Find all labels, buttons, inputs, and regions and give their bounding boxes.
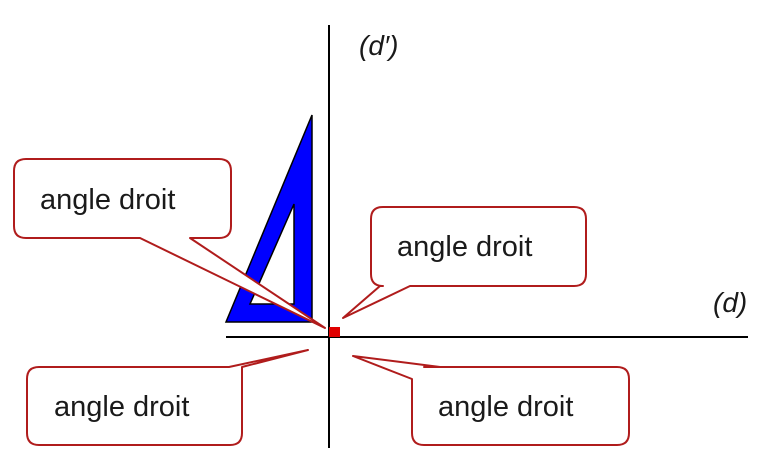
callout-shape <box>352 355 630 446</box>
callout-label: angle droit <box>40 184 175 216</box>
callout-shape <box>26 349 309 446</box>
callout-shape <box>342 206 587 319</box>
callout-label: angle droit <box>397 231 532 263</box>
callout-bottom-left: angle droit <box>26 349 309 446</box>
callout-shape <box>13 158 326 329</box>
callout-label: angle droit <box>54 391 189 423</box>
callout-top-left: angle droit <box>13 158 326 329</box>
label-d: (d) <box>713 287 747 318</box>
callout-top-right: angle droit <box>342 206 587 319</box>
callout-bottom-right: angle droit <box>352 355 630 446</box>
right-angle-marker <box>329 327 340 337</box>
set-square <box>224 114 313 323</box>
label-d-prime: (d′) <box>359 30 398 61</box>
callout-label: angle droit <box>438 391 573 423</box>
